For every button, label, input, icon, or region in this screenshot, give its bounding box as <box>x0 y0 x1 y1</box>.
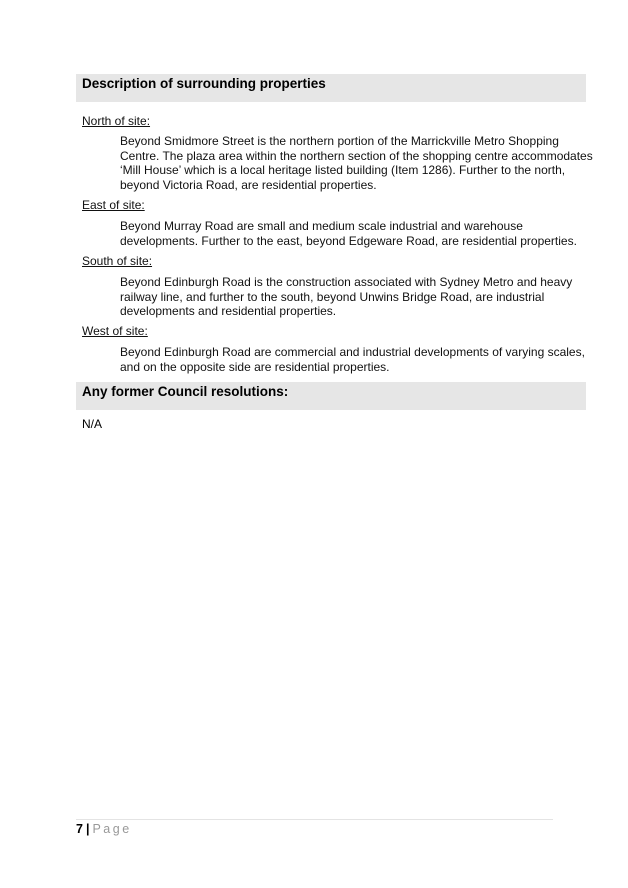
page-footer: 7|Page <box>76 822 132 836</box>
text-line: Beyond Edinburgh Road is the constructio… <box>120 275 573 289</box>
text-line: railway line, and further to the south, … <box>120 289 545 304</box>
east-of-site-paragraph: Beyond Murray Road are small and medium … <box>120 219 590 248</box>
north-of-site-paragraph: Beyond Smidmore Street is the northern p… <box>120 134 593 192</box>
council-resolutions-body: N/A <box>82 417 103 431</box>
text-line: ‘Mill House’ which is a local heritage l… <box>120 163 566 177</box>
east-of-site-label: East of site: <box>82 198 145 212</box>
text-line: Centre. The plaza area within the northe… <box>120 148 593 163</box>
text-line: and on the opposite side are residential… <box>120 359 390 374</box>
text-line: developments and residential properties. <box>120 304 337 318</box>
west-of-site-label: West of site: <box>82 324 148 338</box>
footer-separator: | <box>85 822 90 836</box>
section-heading-surrounding-properties: Description of surrounding properties <box>76 74 586 102</box>
text-line: Beyond Smidmore Street is the northern p… <box>120 134 559 148</box>
text-line: Beyond Edinburgh Road are commercial and… <box>120 345 585 359</box>
footer-divider <box>76 819 553 820</box>
page-label: Page <box>92 822 132 836</box>
text-line: developments. Further to the east, beyon… <box>120 233 577 248</box>
text-line: beyond Victoria Road, are residential pr… <box>120 177 377 192</box>
west-of-site-paragraph: Beyond Edinburgh Road are commercial and… <box>120 345 590 374</box>
south-of-site-label: South of site: <box>82 254 153 268</box>
south-of-site-paragraph: Beyond Edinburgh Road is the constructio… <box>120 275 590 319</box>
north-of-site-label: North of site: <box>82 114 151 128</box>
page-number: 7 <box>76 822 83 836</box>
text-line: Beyond Murray Road are small and medium … <box>120 219 523 233</box>
section-heading-council-resolutions: Any former Council resolutions: <box>76 382 586 410</box>
